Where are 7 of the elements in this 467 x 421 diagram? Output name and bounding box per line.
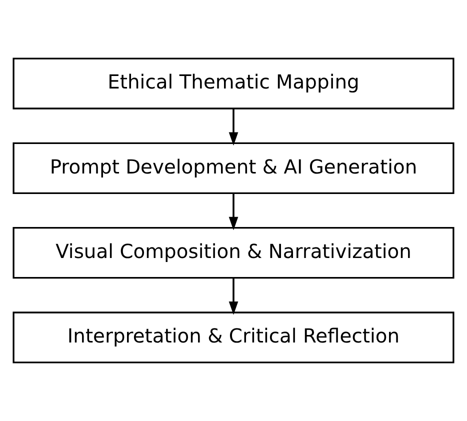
arrow bbox=[228, 193, 238, 230]
node-box: Interpretation & Critical Reflection bbox=[12, 312, 454, 364]
arrow bbox=[228, 108, 238, 146]
node-box: Prompt Development & AI Generation bbox=[12, 142, 454, 194]
node-box: Ethical Thematic Mapping bbox=[12, 58, 454, 110]
node-box: Visual Composition & Narrativization bbox=[12, 227, 454, 279]
arrow bbox=[228, 278, 238, 315]
